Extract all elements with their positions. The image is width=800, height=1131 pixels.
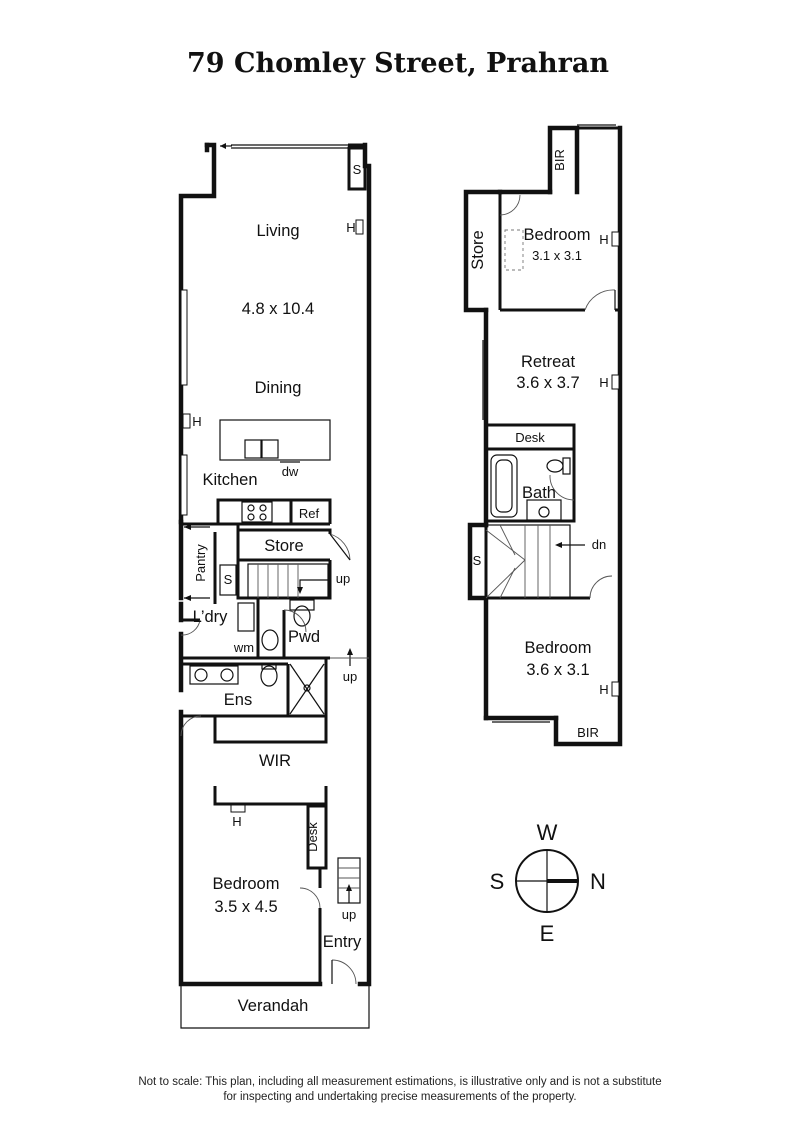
bir-bottom-label: BIR (577, 725, 599, 740)
ensuite-label: Ens (224, 691, 252, 709)
powder-room-label: Pwd (288, 628, 320, 646)
living-s-label: S (353, 162, 362, 177)
pantry-label: Pantry (193, 544, 208, 582)
pantry-s-label: S (224, 572, 233, 587)
retreat-dims-label: 3.6 x 3.7 (516, 374, 579, 392)
fridge-label: Ref (299, 506, 320, 521)
page-title: 79 Chomley Street, Prahran (187, 48, 609, 79)
bedroom-radiator-label: H (232, 814, 241, 829)
first-stair-s-label: S (473, 553, 482, 568)
compass-east: E (540, 921, 555, 946)
bedroom2-dims-label: 3.6 x 3.1 (526, 661, 589, 679)
first-store-label: Store (469, 230, 487, 269)
stair-up-label: up (336, 571, 350, 586)
ground-floor (178, 142, 372, 1029)
hall-up-label: up (343, 669, 357, 684)
first-floor (463, 124, 623, 747)
disclaimer-line-2: for inspecting and undertaking precise m… (223, 1091, 576, 1103)
compass (515, 849, 579, 913)
dishwasher-label: dw (282, 464, 299, 479)
washing-machine-label: wm (233, 640, 254, 655)
bedroom1-radiator-label: H (599, 232, 608, 247)
living-label: Living (256, 222, 299, 240)
kitchen-label: Kitchen (202, 471, 257, 489)
retreat-label: Retreat (521, 353, 576, 371)
verandah-label: Verandah (238, 997, 309, 1015)
compass-south: S (490, 869, 505, 894)
bath-label: Bath (522, 484, 556, 502)
living-radiator-label: H (346, 220, 355, 235)
bir-top-label: BIR (552, 149, 567, 171)
retreat-radiator-label: H (599, 375, 608, 390)
store-label: Store (264, 537, 303, 555)
bedroom2-radiator-label: H (599, 682, 608, 697)
entry-label: Entry (323, 933, 362, 951)
stair-down-label: dn (592, 537, 606, 552)
wir-label: WIR (259, 752, 291, 770)
bedroom-dims-label: 3.5 x 4.5 (214, 898, 277, 916)
bedroom1-dims-label: 3.1 x 3.1 (532, 248, 582, 263)
first-desk-label: Desk (515, 430, 545, 445)
bedroom2-label: Bedroom (525, 639, 592, 657)
disclaimer-line-1: Not to scale: This plan, including all m… (138, 1076, 661, 1088)
bedroom-label: Bedroom (213, 875, 280, 893)
living-dims-label: 4.8 x 10.4 (242, 300, 314, 318)
compass-north: N (590, 869, 606, 894)
compass-west: W (537, 820, 558, 845)
desk-label: Desk (305, 822, 320, 852)
dining-radiator-label: H (192, 414, 201, 429)
bedroom1-label: Bedroom (524, 226, 591, 244)
entry-up-label: up (342, 907, 356, 922)
dining-label: Dining (255, 379, 302, 397)
laundry-label: L’dry (193, 608, 229, 626)
